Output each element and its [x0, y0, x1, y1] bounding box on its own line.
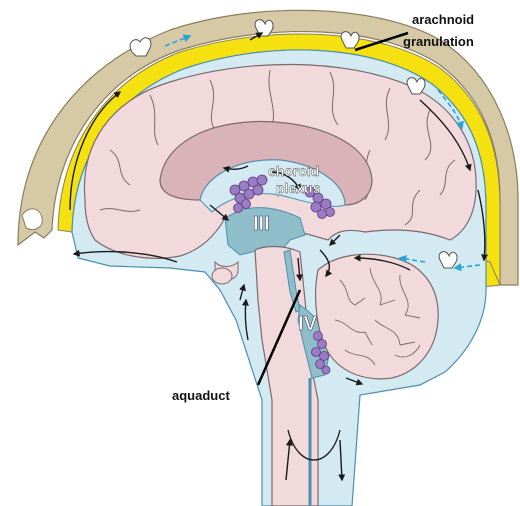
cerebellum-folia [334, 267, 421, 366]
arachnoid-label-line2: granulation [403, 34, 474, 49]
skull-notch [21, 208, 43, 231]
skull [17, 9, 519, 286]
arachnoid-pointer [354, 31, 409, 52]
third-ventricle-label: III [253, 213, 270, 235]
venous-flow-arrows [164, 34, 481, 272]
fourth-ventricle-label: IV [298, 313, 318, 335]
choroid-label-line1: choroid [268, 163, 319, 179]
arachnoid-granulations [129, 19, 458, 269]
csf-flow-arrows [69, 32, 489, 482]
arachnoid-label-line1: arachnoid [412, 12, 474, 27]
spinal-flow-loop [287, 429, 341, 461]
aquaduct-pointer [256, 289, 302, 386]
aquaduct-label: aquaduct [172, 388, 230, 403]
choroid-plexus [229, 174, 335, 375]
cerebellum [315, 253, 439, 380]
choroid-label-line2: plexus [276, 180, 321, 196]
gyri [99, 69, 456, 226]
pituitary-body [211, 267, 233, 285]
